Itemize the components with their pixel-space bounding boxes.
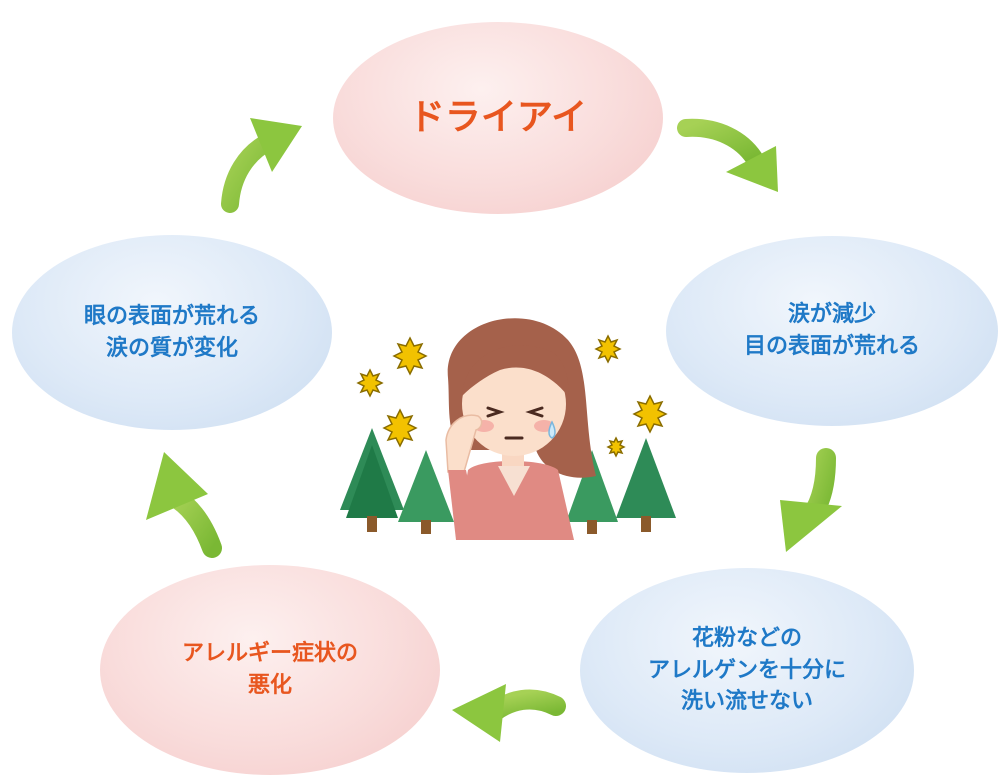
pollen-icon bbox=[356, 334, 668, 458]
node-allergen-line-3: 洗い流せない bbox=[680, 689, 813, 715]
cedar-tree-icon bbox=[340, 428, 454, 534]
arrow-bottom-to-left-icon bbox=[452, 684, 566, 742]
arrow-left-to-top-icon bbox=[221, 118, 302, 213]
node-dry-eye-text: ドライアイ bbox=[408, 96, 588, 138]
node-eye-surface-line-2: 涙の質が変化 bbox=[105, 335, 238, 361]
arrow-left-to-upper-icon bbox=[146, 452, 222, 558]
node-allergy-worsening: アレルギー症状の 悪化 bbox=[100, 565, 440, 775]
node-allergy-line-2: 悪化 bbox=[247, 673, 292, 698]
cedar-tree-icon bbox=[566, 438, 676, 534]
node-tear-decrease-line-1: 涙が減少 bbox=[787, 302, 876, 328]
woman-icon bbox=[445, 318, 596, 540]
node-tear-decrease: 涙が減少 目の表面が荒れる bbox=[666, 236, 998, 426]
node-allergen-line-1: 花粉などの bbox=[691, 625, 802, 651]
node-allergen-line-2: アレルゲンを十分に bbox=[647, 657, 846, 683]
woman-pollen-illustration bbox=[340, 318, 676, 540]
node-allergen-not-washed: 花粉などの アレルゲンを十分に 洗い流せない bbox=[580, 568, 914, 773]
arrow-right-to-bottom-icon bbox=[780, 448, 842, 552]
node-eye-surface-rough: 眼の表面が荒れる 涙の質が変化 bbox=[12, 235, 332, 430]
node-tear-decrease-line-2: 目の表面が荒れる bbox=[743, 334, 920, 359]
node-eye-surface-line-1: 眼の表面が荒れる bbox=[83, 303, 260, 329]
arrow-top-to-right-icon bbox=[677, 118, 778, 192]
node-allergy-line-1: アレルギー症状の bbox=[181, 641, 358, 667]
node-dry-eye: ドライアイ bbox=[333, 22, 663, 214]
